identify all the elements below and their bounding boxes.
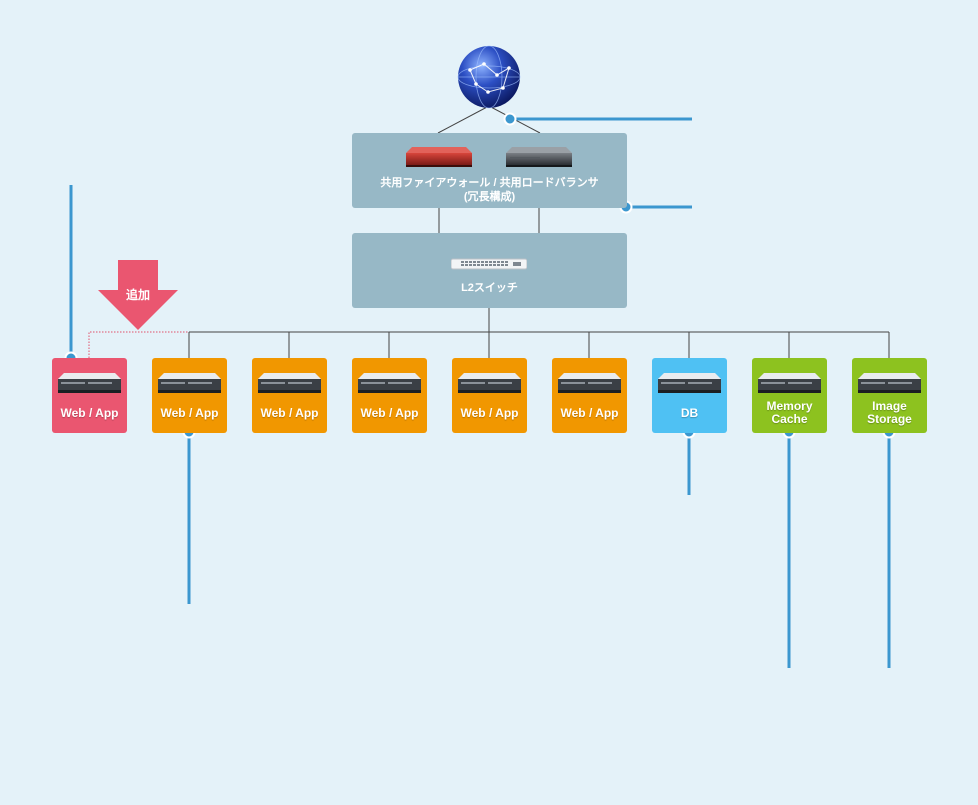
add-label: 追加: [125, 288, 150, 302]
server-label-line2: Storage: [867, 412, 912, 426]
server-label-line1: Memory: [766, 399, 813, 413]
firewall-loadbalancer-box: 共用ファイアウォール / 共用ロードバランサ (冗長構成): [352, 133, 627, 208]
rack-server-icon: [58, 373, 121, 393]
callout-connectors: [69, 117, 891, 668]
server-node-web-app: Web / App: [352, 358, 427, 433]
server-label-line1: Web / App: [360, 406, 419, 420]
server-label-line1: Web / App: [160, 406, 219, 420]
server-node-web-app-added: Web / App: [52, 358, 127, 433]
server-node-db: DB: [652, 358, 727, 433]
rack-server-icon: [658, 373, 721, 393]
callout-dot: [503, 112, 517, 126]
server-label-line1: Web / App: [460, 406, 519, 420]
firewall-loadbalancer-label: 共用ファイアウォール / 共用ロードバランサ: [380, 177, 599, 189]
server-label-line2: Cache: [771, 412, 808, 426]
rack-server-icon: [158, 373, 221, 393]
rack-server-icon: [458, 373, 521, 393]
internet-globe-icon: [457, 45, 521, 109]
l2-switch-label: L2スイッチ: [461, 282, 518, 294]
server-node-web-app: Web / App: [552, 358, 627, 433]
server-label-line1: Web / App: [60, 406, 119, 420]
rack-server-icon: [758, 373, 821, 393]
rack-server-icon: [258, 373, 321, 393]
server-label-line1: Web / App: [260, 406, 319, 420]
server-label-line1: DB: [680, 406, 699, 420]
server-node-web-app: Web / App: [152, 358, 227, 433]
added-server-dotted-link: [88, 331, 189, 358]
rack-server-icon: [558, 373, 621, 393]
firewall-appliance-icon: [406, 147, 472, 167]
l2-switch-box: L2スイッチ: [352, 233, 627, 308]
rack-server-icon: [858, 373, 921, 393]
server-node-web-app: Web / App: [252, 358, 327, 433]
server-label-line1: Web / App: [560, 406, 619, 420]
server-node-web-app: Web / App: [452, 358, 527, 433]
switch-appliance-icon: [451, 258, 527, 270]
rack-server-icon: [358, 373, 421, 393]
redundant-config-label: (冗長構成): [463, 191, 516, 203]
internet-link-left: [437, 105, 490, 134]
loadbalancer-appliance-icon: [506, 147, 572, 167]
server-label-line1: Image: [872, 399, 907, 413]
add-arrow-icon: [98, 260, 178, 330]
